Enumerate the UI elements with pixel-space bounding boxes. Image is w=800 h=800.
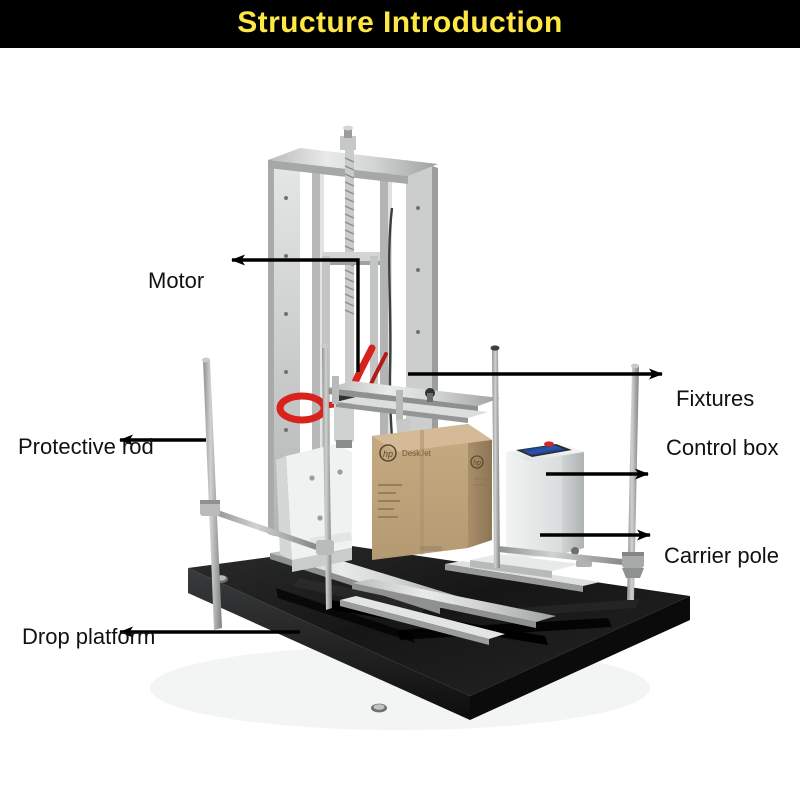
title-banner: Structure Introduction bbox=[0, 0, 800, 48]
control-box-graphic bbox=[506, 441, 584, 566]
test-carton: hp DeskJet hp bbox=[372, 424, 492, 560]
callout-label-protective-rod: Protective rod bbox=[18, 434, 154, 459]
machine-photo: hp DeskJet hp bbox=[0, 48, 800, 800]
fixture-crossbar bbox=[328, 376, 500, 447]
callout-label-motor: Motor bbox=[148, 268, 205, 293]
callout-label-carrier-pole: Carrier pole bbox=[664, 543, 779, 568]
callout-label-fixtures: Fixtures bbox=[676, 386, 755, 411]
page-title: Structure Introduction bbox=[237, 6, 563, 39]
callout-label-drop-platform: Drop platform bbox=[22, 624, 156, 649]
callout-label-control-box: Control box bbox=[666, 435, 779, 460]
lower-housing bbox=[276, 444, 352, 572]
drop-tester-illustration: hp DeskJet hp bbox=[150, 125, 690, 730]
svg-text:hp: hp bbox=[473, 460, 481, 467]
svg-text:DeskJet: DeskJet bbox=[402, 449, 432, 458]
protective-rods bbox=[200, 343, 644, 630]
svg-text:hp: hp bbox=[383, 449, 393, 459]
